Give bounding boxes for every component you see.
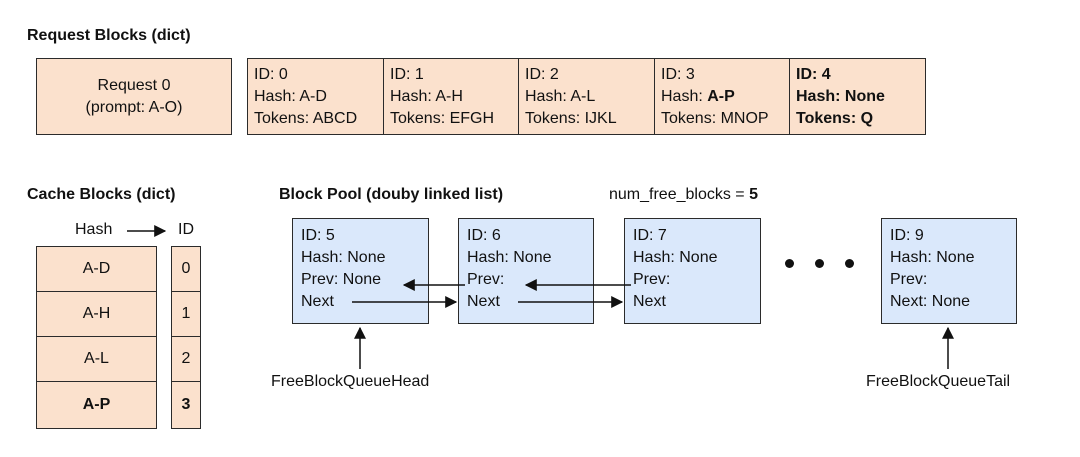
pool-block: ID: 9 Hash: None Prev: Next: None [881,218,1017,324]
pool-block-next: Next: None [890,293,971,310]
request-blocks-row: ID: 0 Hash: A-D Tokens: ABCD ID: 1 Hash:… [247,58,926,135]
block-tokens: Tokens: IJKL [525,110,617,127]
cache-id-header: ID [178,221,194,238]
cache-hash-cell: A-H [37,292,156,337]
pool-block-id: ID: 6 [467,227,501,244]
pool-block-prev: Prev: [890,271,928,288]
request-blocks-title: Request Blocks (dict) [27,27,191,44]
block-tokens: Tokens: ABCD [254,110,358,127]
block-tokens: Tokens: Q [796,110,874,127]
cache-hash-header: Hash [75,221,113,238]
block-hash: Hash: None [796,88,885,105]
pool-block-prev: Prev: [633,271,671,288]
block-id: ID: 4 [796,66,831,83]
block-id: ID: 2 [525,66,559,83]
pool-block: ID: 5 Hash: None Prev: None Next [292,218,429,324]
free-queue-tail-label: FreeBlockQueueTail [866,373,1011,390]
request-name: Request 0 [97,76,171,94]
pool-block-id: ID: 5 [301,227,335,244]
num-free-blocks-value: 5 [749,186,758,203]
request-block: ID: 1 Hash: A-H Tokens: EFGH [384,59,519,134]
block-hash: Hash: A-D [254,88,327,105]
cache-hash-column: A-D A-H A-L A-P [36,246,157,429]
request-block: ID: 4 Hash: None Tokens: Q [790,59,925,134]
ellipsis-dot [785,259,794,268]
request-prompt: (prompt: A-O) [85,98,183,116]
block-hash: Hash: A-H [390,88,463,105]
pool-block-id: ID: 7 [633,227,667,244]
block-hash: Hash: A-L [525,88,596,105]
request-block: ID: 2 Hash: A-L Tokens: IJKL [519,59,655,134]
cache-id-cell: 3 [181,395,191,413]
block-id: ID: 0 [254,66,288,83]
request-block: ID: 0 Hash: A-D Tokens: ABCD [248,59,384,134]
pool-block-next: Next [633,293,666,310]
cache-id-column: 0 1 2 3 [171,246,201,429]
block-tokens: Tokens: MNOP [661,110,769,127]
cache-id-cell: 1 [172,292,200,337]
block-hash: Hash: A-P [661,88,735,105]
pool-block-hash: Hash: None [633,249,718,266]
pool-block-prev: Prev: [467,271,505,288]
pool-block: ID: 6 Hash: None Prev: Next [458,218,594,324]
num-free-blocks: num_free_blocks = 5 [609,186,758,204]
ellipsis-dot [845,259,854,268]
cache-id-cell: 2 [172,337,200,382]
cache-id-cell: 0 [172,247,200,292]
cache-hash-cell: A-P [82,395,111,413]
pool-block-prev: Prev: None [301,271,382,288]
pool-block: ID: 7 Hash: None Prev: Next [624,218,761,324]
block-pool-title: Block Pool (douby linked list) [279,186,504,203]
request-block: ID: 3 Hash: A-P Tokens: MNOP [655,59,790,134]
ellipsis-dot [815,259,824,268]
pool-block-hash: Hash: None [301,249,386,266]
pool-block-next: Next [467,293,500,310]
block-tokens: Tokens: EFGH [390,110,495,127]
pool-block-hash: Hash: None [467,249,552,266]
block-id: ID: 3 [661,66,695,83]
cache-blocks-title: Cache Blocks (dict) [27,186,176,203]
pool-block-hash: Hash: None [890,249,975,266]
block-id: ID: 1 [390,66,424,83]
pool-block-next: Next [301,293,334,310]
num-free-blocks-label: num_free_blocks = [609,186,750,203]
free-queue-head-label: FreeBlockQueueHead [271,373,430,390]
request-0-box: Request 0 (prompt: A-O) [36,58,232,135]
cache-hash-cell: A-D [37,247,156,292]
pool-block-id: ID: 9 [890,227,924,244]
cache-hash-cell: A-L [37,337,156,382]
